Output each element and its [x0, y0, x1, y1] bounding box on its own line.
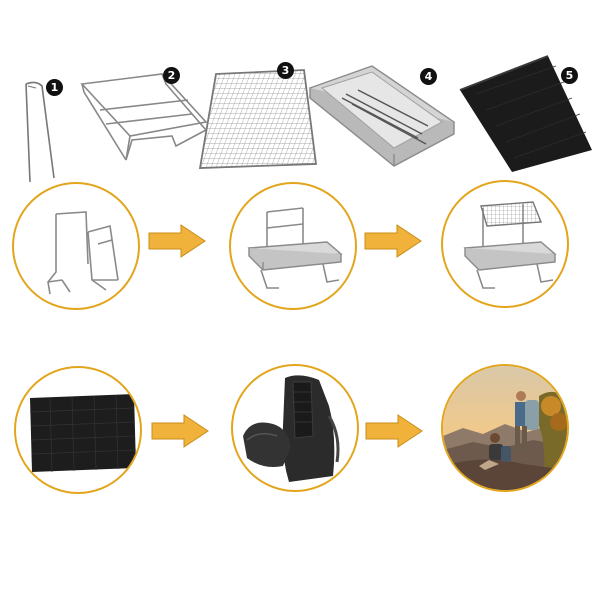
step-bag-in-backpack: [231, 364, 359, 492]
grill-frame-icon: [80, 73, 208, 161]
grill-grate-icon: [198, 69, 318, 169]
next-step-arrow: [364, 224, 422, 258]
step-hikers-outdoors: [441, 364, 569, 492]
part-number-badge: 2: [163, 67, 180, 84]
tongs-icon: [25, 81, 55, 183]
part-number-badge: 4: [420, 68, 437, 85]
step-frame-with-tray: [229, 182, 357, 310]
part-number-badge: 5: [561, 67, 578, 84]
charcoal-tray-icon: [308, 65, 456, 167]
step-assembled-grill: [441, 180, 569, 308]
next-step-arrow: [148, 224, 206, 258]
step-folded-bag: [14, 366, 142, 494]
next-step-arrow: [151, 414, 209, 448]
part-number-badge: 3: [277, 62, 294, 79]
next-step-arrow: [365, 414, 423, 448]
storage-bag-icon: [459, 55, 592, 172]
step-frame-legs: [12, 182, 140, 310]
part-number-badge: 1: [46, 79, 63, 96]
